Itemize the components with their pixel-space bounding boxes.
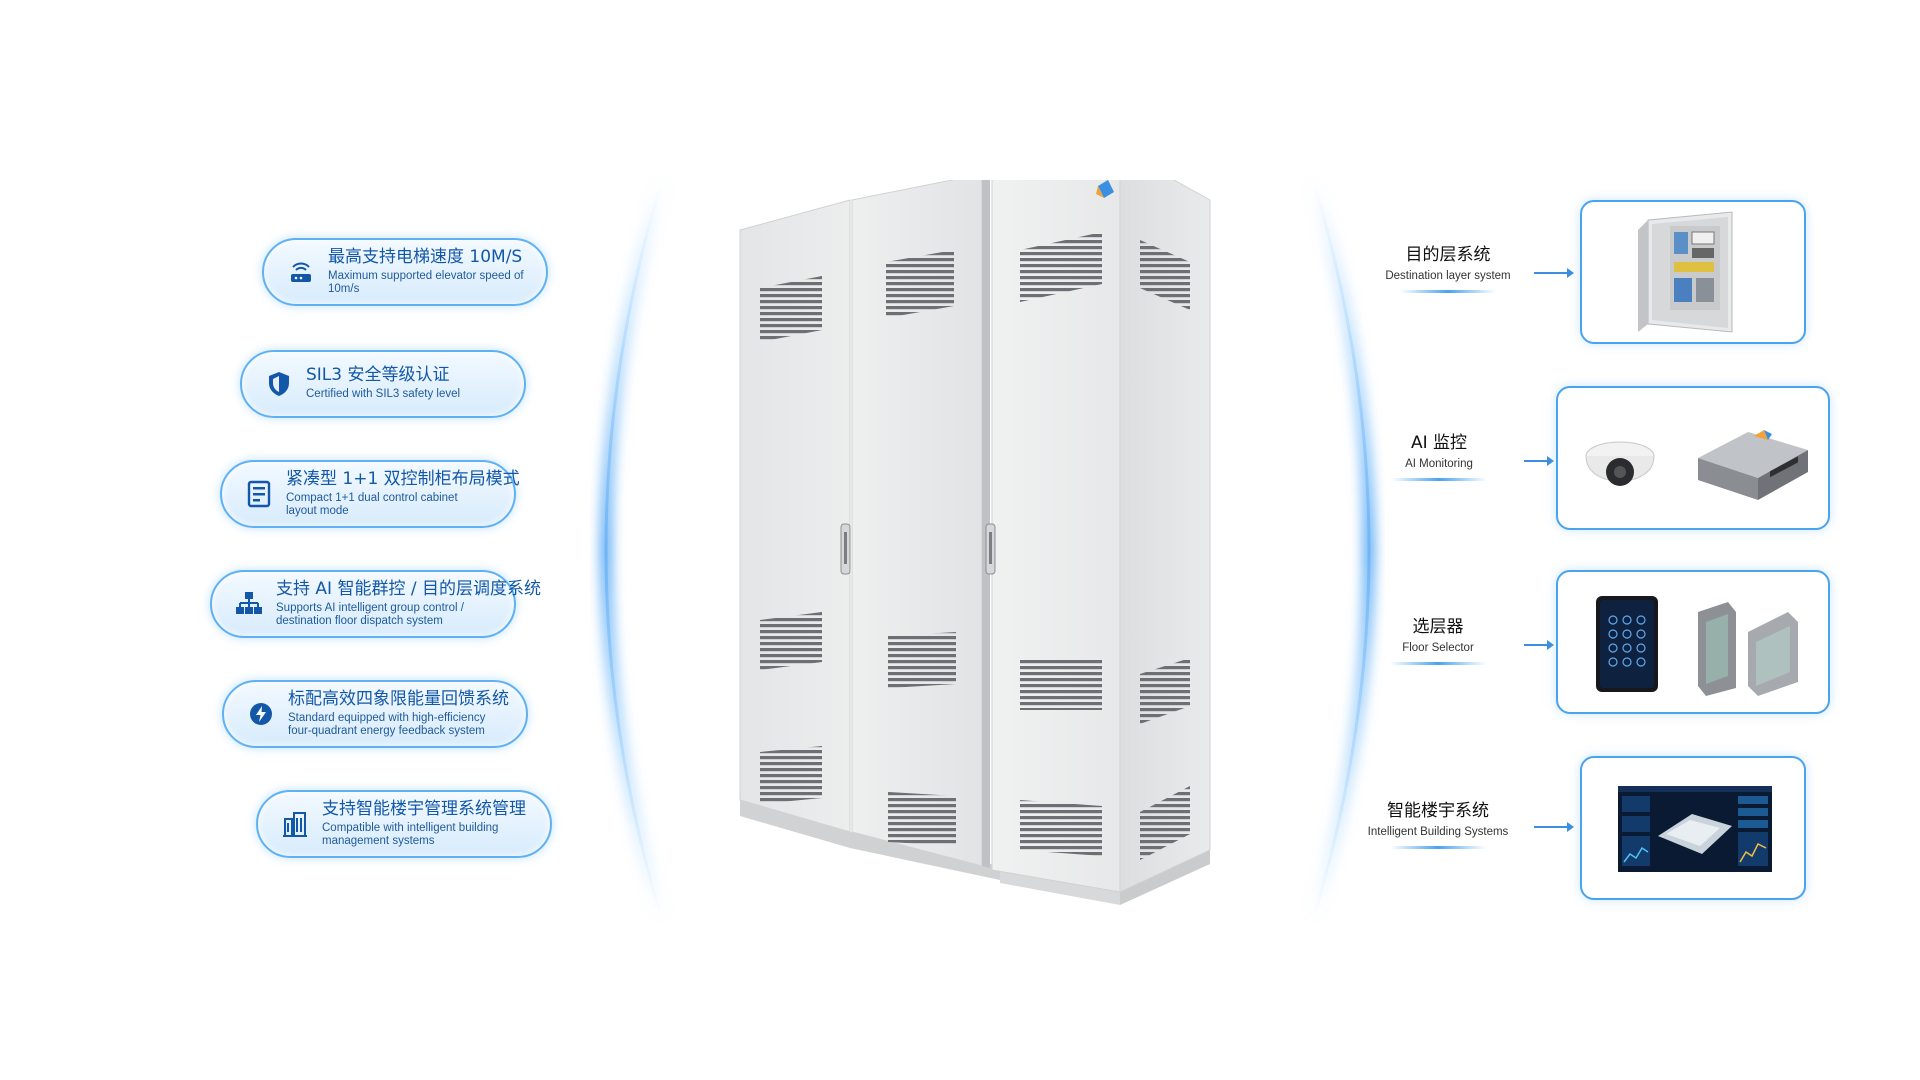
- feature-title: 紧凑型 1+1 双控制柜布局模式: [286, 469, 520, 489]
- cabinet-layout-icon: [244, 479, 274, 509]
- system-label-floor-selector: 选层器 Floor Selector: [1348, 612, 1528, 665]
- feature-subtitle: Compatible with intelligent building man…: [322, 822, 499, 847]
- feature-subtitle: Certified with SIL3 safety level: [306, 388, 461, 401]
- camera-and-box-image: [1585, 430, 1808, 500]
- system-subtitle: Intelligent Building Systems: [1367, 826, 1509, 838]
- label-underline: [1400, 290, 1496, 293]
- feature-pill-energy-feedback: 标配高效四象限能量回馈系统 Standard equipped with hig…: [222, 680, 528, 748]
- wifi-speed-icon: [286, 257, 316, 287]
- label-underline: [1391, 478, 1487, 481]
- feature-title: SIL3 安全等级认证: [306, 365, 450, 386]
- feature-pill-ai-group-control: 支持 AI 智能群控 / 目的层调度系统 Supports AI intelli…: [210, 570, 541, 638]
- system-title: AI 监控: [1410, 433, 1468, 453]
- feature-subtitle: Supports AI intelligent group control / …: [276, 602, 464, 627]
- system-subtitle: Floor Selector: [1402, 642, 1474, 654]
- label-underline: [1390, 846, 1486, 849]
- control-cabinet-image: [739, 180, 1211, 905]
- system-title: 目的层系统: [1405, 245, 1491, 265]
- feature-title: 支持智能楼宇管理系统管理: [322, 799, 526, 819]
- feature-title: 支持 AI 智能群控 / 目的层调度系统: [276, 579, 541, 599]
- feature-pill-cabinet: 紧凑型 1+1 双控制柜布局模式 Compact 1+1 dual contro…: [220, 460, 520, 528]
- system-subtitle: AI Monitoring: [1405, 458, 1473, 470]
- label-underline: [1390, 662, 1486, 665]
- system-title: 选层器: [1412, 617, 1464, 637]
- system-label-intelligent-building: 智能楼宇系统 Intelligent Building Systems: [1348, 796, 1528, 849]
- feature-pill-sil3: SIL3 安全等级认证 Certified with SIL3 safety l…: [240, 350, 526, 418]
- system-label-ai-monitoring: AI 监控 AI Monitoring: [1349, 428, 1529, 481]
- feature-subtitle: Standard equipped with high-efficiency f…: [288, 712, 486, 737]
- shield-icon: [264, 369, 294, 399]
- feature-subtitle: Compact 1+1 dual control cabinet layout …: [286, 492, 458, 517]
- system-title: 智能楼宇系统: [1387, 801, 1489, 821]
- floor-selector-image-box: [1556, 570, 1830, 714]
- system-label-destination: 目的层系统 Destination layer system: [1358, 240, 1538, 293]
- system-subtitle: Destination layer system: [1385, 270, 1511, 282]
- arrow-ai-monitoring: [1524, 456, 1554, 466]
- arrow-intelligent-building: [1534, 822, 1574, 832]
- left-glow-arc: [600, 178, 668, 922]
- energy-bolt-icon: [246, 699, 276, 729]
- dashboard-screen-image: [1618, 786, 1772, 872]
- feature-pill-building-management: 支持智能楼宇管理系统管理 Compatible with intelligent…: [256, 790, 552, 858]
- control-panel-image: [1638, 211, 1733, 333]
- feature-title: 标配高效四象限能量回馈系统: [288, 689, 509, 709]
- ai-monitoring-image-box: [1556, 386, 1830, 530]
- feature-title: 最高支持电梯速度 10M/S: [328, 247, 523, 267]
- feature-subtitle: Maximum supported elevator speed of 10m/…: [328, 270, 524, 295]
- arrow-destination: [1534, 268, 1574, 278]
- arrow-floor-selector: [1524, 640, 1554, 650]
- org-chart-icon: [234, 589, 264, 619]
- right-glow-arc: [1307, 178, 1375, 922]
- building-icon: [280, 809, 310, 839]
- intelligent-building-image-box: [1580, 756, 1806, 900]
- keypad-and-gate-image: [1596, 596, 1798, 696]
- feature-pill-speed: 最高支持电梯速度 10M/S Maximum supported elevato…: [262, 238, 548, 306]
- destination-system-image-box: [1580, 200, 1806, 344]
